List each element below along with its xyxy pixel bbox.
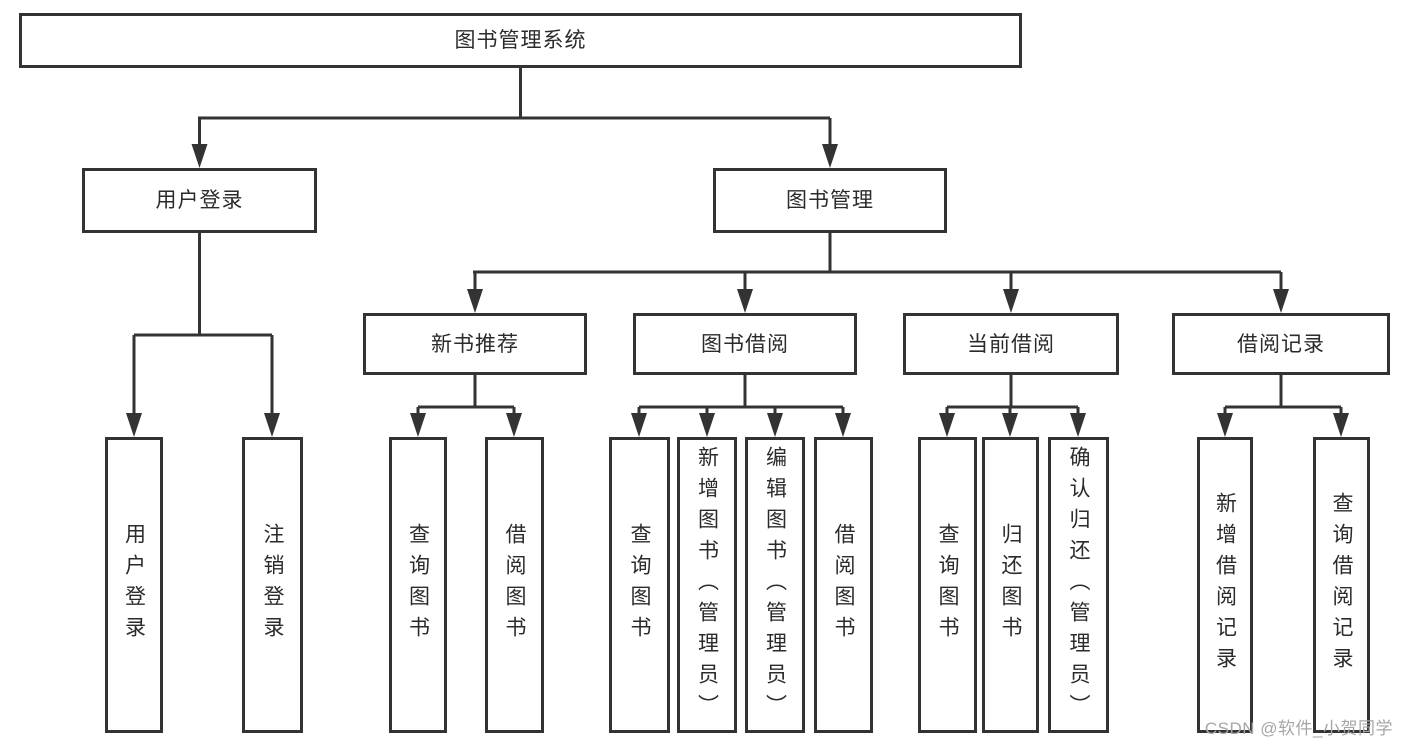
node-user-login: 用户登录	[82, 168, 317, 233]
node-new-book-recommend: 新书推荐	[363, 313, 587, 375]
leaf-borrow-books-borrowing-label: 借阅图书	[832, 523, 855, 647]
node-borrowing-records: 借阅记录	[1172, 313, 1390, 375]
leaf-confirm-return-admin: 确认归还（管理员）	[1048, 437, 1109, 733]
node-root-system-label: 图书管理系统	[454, 29, 587, 52]
leaf-query-books-borrowing-label: 查询图书	[628, 523, 651, 647]
leaf-user-login-label: 用户登录	[122, 523, 146, 647]
leaf-query-books-recommend-label: 查询图书	[406, 523, 430, 647]
node-user-login-label: 用户登录	[155, 189, 244, 212]
node-book-borrowing: 图书借阅	[633, 313, 857, 375]
leaf-logout-label: 注销登录	[261, 523, 284, 647]
leaf-query-borrow-record: 查询借阅记录	[1313, 437, 1370, 733]
leaf-borrow-books-borrowing: 借阅图书	[814, 437, 873, 733]
node-book-management: 图书管理	[713, 168, 947, 233]
leaf-borrow-books-recommend-label: 借阅图书	[503, 523, 526, 647]
leaf-user-login: 用户登录	[105, 437, 163, 733]
leaf-query-borrow-record-label: 查询借阅记录	[1330, 492, 1353, 678]
node-new-book-recommend-label: 新书推荐	[431, 332, 519, 356]
leaf-add-books-admin-label: 新增图书（管理员）	[695, 445, 719, 725]
leaf-query-books-borrowing: 查询图书	[609, 437, 670, 733]
leaf-query-books-current: 查询图书	[918, 437, 977, 733]
node-current-borrowing-label: 当前借阅	[967, 332, 1055, 356]
leaf-add-borrow-record-label: 新增借阅记录	[1213, 492, 1237, 678]
leaf-edit-books-admin-label: 编辑图书（管理员）	[763, 445, 787, 725]
leaf-return-books: 归还图书	[982, 437, 1039, 733]
node-borrowing-records-label: 借阅记录	[1237, 332, 1325, 356]
node-current-borrowing: 当前借阅	[903, 313, 1119, 375]
node-root-system: 图书管理系统	[19, 13, 1022, 68]
leaf-confirm-return-admin-label: 确认归还（管理员）	[1067, 445, 1090, 725]
leaf-query-books-recommend: 查询图书	[389, 437, 447, 733]
leaf-return-books-label: 归还图书	[999, 523, 1022, 647]
leaf-add-books-admin: 新增图书（管理员）	[677, 437, 737, 733]
leaf-logout: 注销登录	[242, 437, 303, 733]
leaf-add-borrow-record: 新增借阅记录	[1197, 437, 1253, 733]
leaf-borrow-books-recommend: 借阅图书	[485, 437, 544, 733]
leaf-query-books-current-label: 查询图书	[936, 523, 959, 647]
node-book-borrowing-label: 图书借阅	[701, 332, 789, 356]
csdn-watermark: CSDN @软件_小贺同学	[1204, 719, 1393, 738]
node-book-management-label: 图书管理	[786, 189, 874, 212]
leaf-edit-books-admin: 编辑图书（管理员）	[745, 437, 805, 733]
